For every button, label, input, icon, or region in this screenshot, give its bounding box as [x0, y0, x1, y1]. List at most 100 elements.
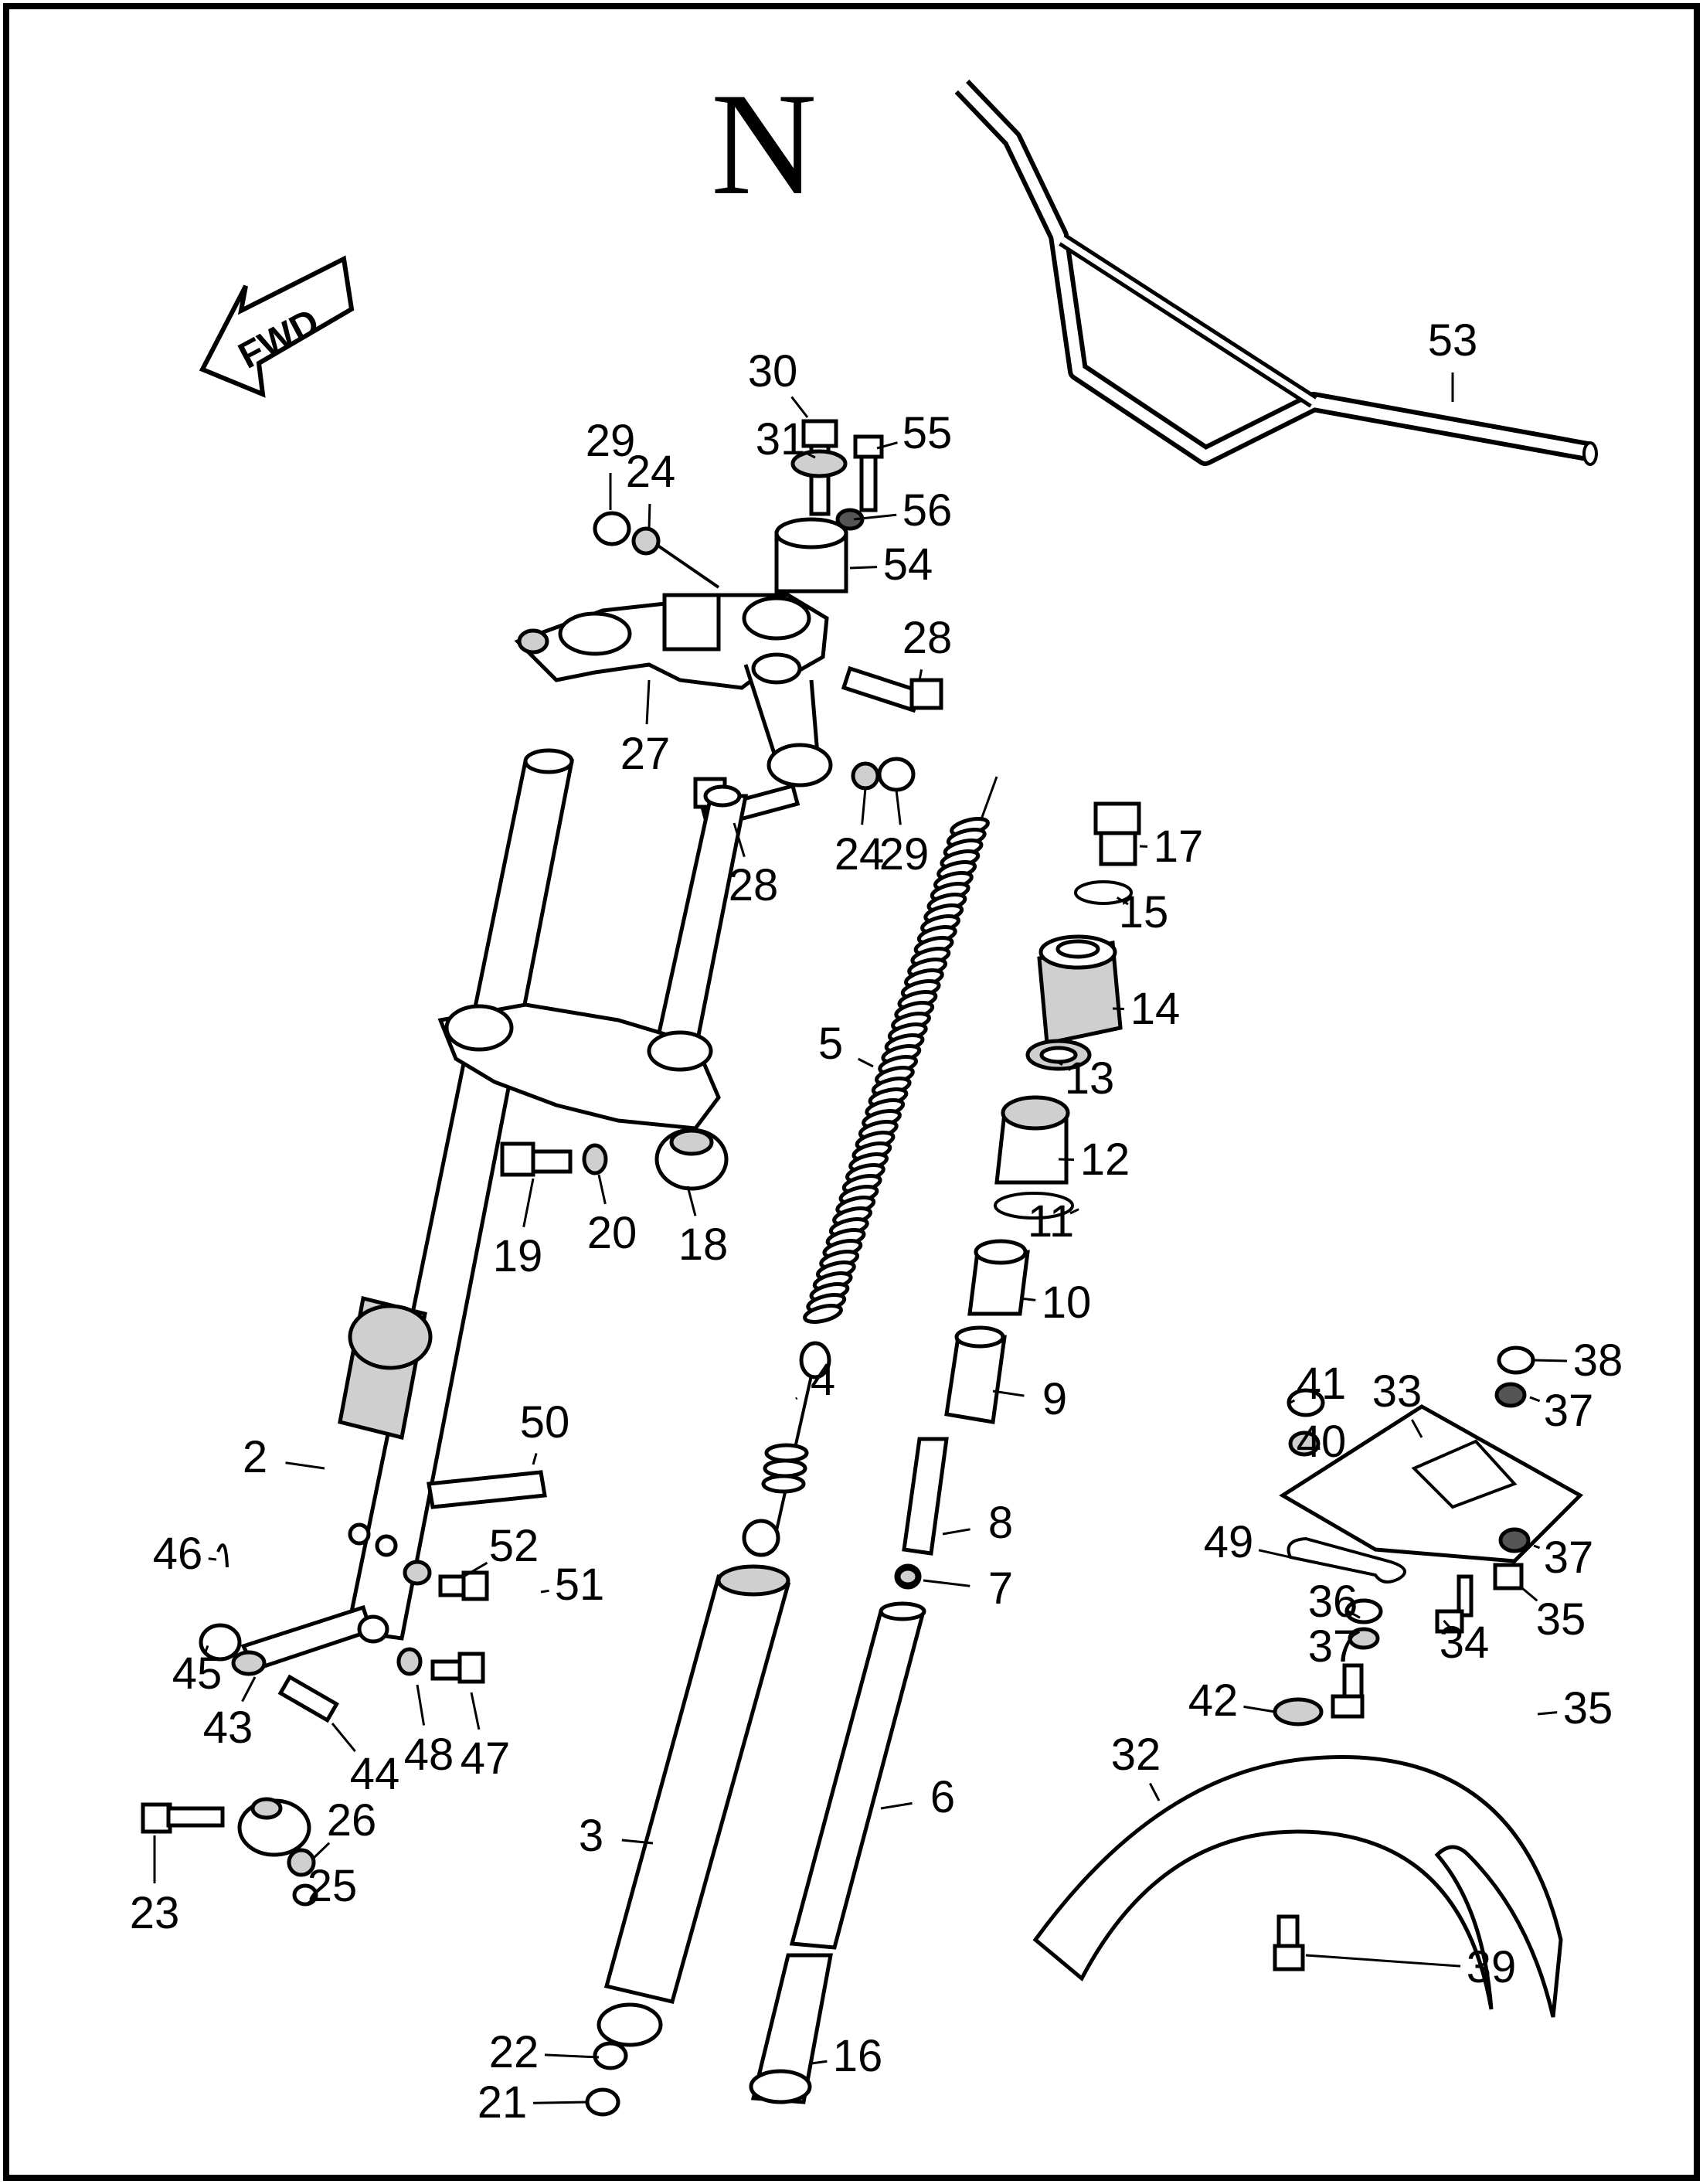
part-number-label: 50 — [520, 1397, 570, 1447]
leader-line — [849, 566, 878, 570]
front-fender-part — [1032, 1755, 1563, 2018]
leader-line — [532, 2101, 588, 2104]
part-number-label: 26 — [327, 1795, 377, 1846]
leader-line — [470, 1692, 481, 1730]
part-number-label: 40 — [1297, 1417, 1347, 1467]
top-nut-washer-part — [593, 511, 720, 589]
bushing-part — [896, 1095, 1074, 1587]
part-number-label: 38 — [1573, 1335, 1623, 1386]
part-number-label: 10 — [1042, 1277, 1092, 1328]
part-number-label: 23 — [130, 1888, 180, 1938]
part-number-label: 35 — [1563, 1683, 1613, 1733]
damper-rod-part — [742, 1341, 831, 1557]
leader-line — [241, 1676, 257, 1703]
part-number-label: 44 — [350, 1749, 400, 1799]
part-number-label: 43 — [203, 1703, 253, 1753]
part-number-label: 14 — [1130, 984, 1181, 1034]
part-number-label: 52 — [489, 1521, 539, 1571]
pinch-bolt-part — [841, 665, 943, 713]
leader-line — [1533, 1359, 1568, 1362]
leader-line — [942, 1528, 970, 1536]
leader-line — [1069, 1208, 1079, 1215]
part-number-label: 5 — [818, 1019, 843, 1069]
part-number-label: 56 — [902, 485, 953, 536]
oil-seal-part — [1025, 1039, 1092, 1071]
fork-spring-part — [803, 776, 998, 1324]
part-number-label: 11 — [1028, 1196, 1074, 1247]
part-number-label: 15 — [1119, 887, 1169, 937]
part-number-label: 28 — [902, 613, 953, 663]
part-number-label: 32 — [1111, 1730, 1161, 1780]
leader-line — [1019, 1297, 1036, 1301]
lower-fork-bracket-part — [437, 1002, 729, 1191]
leader-line — [895, 789, 902, 825]
part-number-label: 27 — [620, 729, 671, 779]
leader-line — [203, 1645, 209, 1655]
part-number-label: 49 — [1204, 1517, 1254, 1567]
leader-line — [1348, 1631, 1361, 1640]
part-number-label: 21 — [478, 2077, 528, 2128]
part-number-label: 18 — [678, 1220, 729, 1270]
part-number-label: 33 — [1372, 1366, 1423, 1417]
part-number-label: 46 — [153, 1529, 203, 1579]
fork-cap-bolt-part — [1074, 801, 1141, 905]
part-number-label: 34 — [1440, 1618, 1490, 1668]
part-number-label: 47 — [461, 1733, 511, 1784]
leader-line — [1116, 896, 1129, 906]
part-number-label: 37 — [1544, 1533, 1594, 1583]
leader-line — [597, 1174, 607, 1205]
part-number-label: 24 — [626, 447, 676, 497]
part-number-label: 6 — [930, 1772, 955, 1822]
part-number-label: 19 — [493, 1231, 543, 1281]
leader-line — [733, 822, 746, 858]
right-fork-tube-part — [654, 784, 749, 1053]
leader-line — [208, 1557, 217, 1561]
upper-fork-bracket-part — [514, 593, 833, 788]
leader-line — [992, 1390, 1025, 1397]
part-number-label: 39 — [1467, 1942, 1517, 1992]
part-number-label: 45 — [172, 1648, 223, 1699]
left-fork-tube-part — [237, 748, 575, 1857]
leader-line — [1348, 1610, 1361, 1619]
handlebar-clamp-part — [774, 419, 884, 594]
fwd-arrow-icon: FWD — [199, 255, 355, 398]
leader-line — [1305, 1954, 1461, 1968]
leader-line — [1411, 1419, 1423, 1438]
leader-line — [1258, 1549, 1291, 1559]
leader-line — [1533, 1544, 1541, 1550]
leader-line — [807, 453, 816, 459]
part-number-label: 30 — [748, 346, 798, 396]
part-number-label: 37 — [1544, 1386, 1594, 1436]
leader-line — [416, 1684, 426, 1726]
leader-line — [1521, 1587, 1538, 1602]
leader-line — [1443, 1620, 1454, 1631]
part-number-label: 12 — [1080, 1135, 1130, 1185]
part-number-label: 35 — [1536, 1594, 1586, 1645]
fork-boot-part — [1037, 934, 1123, 1046]
inner-tube-part — [749, 1563, 926, 2104]
leader-line — [1243, 1705, 1276, 1713]
handlebar-part — [954, 80, 1598, 466]
part-number-label: 20 — [587, 1208, 637, 1258]
part-number-label: 51 — [555, 1560, 605, 1610]
leader-line — [1058, 1061, 1063, 1066]
part-number-label: 9 — [1042, 1374, 1067, 1424]
leader-line — [1058, 1158, 1075, 1162]
fork-slider-part — [585, 1564, 791, 2117]
part-number-label: 25 — [308, 1861, 358, 1911]
spring-coil — [803, 1304, 843, 1324]
part-number-label: 3 — [579, 1811, 603, 1861]
leader-line — [880, 1801, 913, 1810]
part-number-label: 48 — [404, 1730, 454, 1780]
part-number-label: 55 — [902, 408, 953, 458]
leader-line — [857, 1057, 874, 1068]
leader-line — [853, 513, 897, 521]
part-number-label: 22 — [489, 2027, 539, 2077]
part-number-label: 29 — [586, 416, 636, 466]
leader-line — [686, 1186, 697, 1216]
leader-line — [790, 396, 809, 418]
leader-line — [305, 1896, 318, 1906]
part-number-label: 37 — [1308, 1621, 1358, 1672]
part-number-label: 31 — [756, 414, 806, 464]
